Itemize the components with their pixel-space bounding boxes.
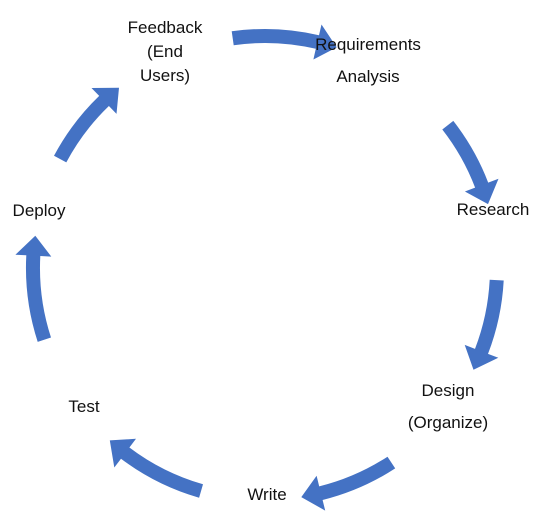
arrow-deploy-to-feedback [54, 87, 119, 163]
step-design-line-1: Design [421, 381, 475, 400]
step-feedback-line-2: (End [147, 42, 183, 61]
arrow-design-to-write [301, 456, 396, 511]
step-test-line-1: Test [68, 397, 100, 416]
step-requirements-line-1: Requirements [315, 35, 421, 54]
arrow-feedback-to-requirements [231, 24, 337, 60]
step-feedback-line-1: Feedback [127, 18, 203, 37]
step-deploy: Deploy [13, 199, 66, 223]
step-requirements-analysis: Requirements Analysis [315, 33, 421, 89]
step-design-line-2: (Organize) [407, 413, 489, 432]
arrow-requirements-to-research [442, 120, 499, 205]
step-write: Write [247, 483, 286, 507]
arrow-write-to-test [109, 438, 203, 498]
step-requirements-line-2: Analysis [336, 67, 400, 86]
arrow-research-to-design [464, 279, 504, 370]
step-deploy-line-1: Deploy [12, 201, 66, 220]
step-research: Research [457, 198, 530, 222]
arrow-test-to-deploy [15, 235, 52, 342]
step-feedback: Feedback (End Users) [128, 16, 203, 88]
step-research-line-1: Research [456, 200, 530, 219]
step-test: Test [68, 395, 99, 419]
step-design: Design (Organize) [408, 379, 488, 435]
step-feedback-line-3: Users) [139, 66, 191, 85]
step-write-line-1: Write [247, 485, 287, 504]
